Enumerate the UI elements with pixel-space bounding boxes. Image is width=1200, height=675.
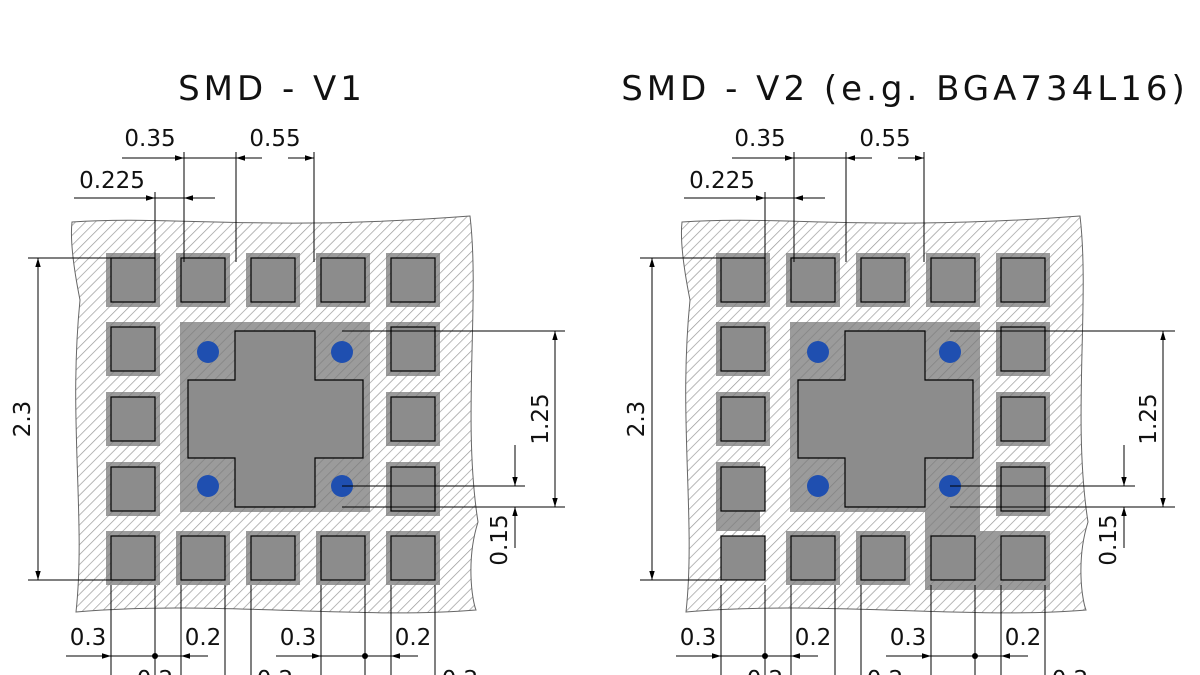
dim-label: 0.3	[680, 625, 717, 651]
pad	[860, 535, 906, 581]
pad	[720, 257, 766, 303]
pad	[390, 257, 436, 303]
pad	[790, 257, 836, 303]
diagram-title: SMD - V1	[178, 69, 366, 109]
pad	[1000, 535, 1046, 581]
pad	[390, 466, 436, 512]
pad	[250, 257, 296, 303]
pad	[1000, 326, 1046, 372]
dim-label: 0.15	[487, 514, 513, 565]
dim-label: 0.55	[859, 126, 910, 152]
dim-label: 2.3	[10, 401, 36, 438]
pad	[860, 257, 906, 303]
dimension-left: 2.3	[10, 257, 120, 581]
pad-array	[106, 253, 440, 585]
pad-array	[716, 253, 1050, 585]
dim-label: 0.2	[747, 667, 784, 675]
dim-label: 0.2	[795, 625, 832, 651]
dim-label: 1.25	[528, 393, 554, 444]
diagram-v2: SMD - V2 (e.g. BGA734L16)	[621, 69, 1189, 675]
dim-label: 0.35	[734, 126, 785, 152]
pad	[390, 535, 436, 581]
dim-label: 0.15	[1096, 514, 1122, 565]
via	[807, 475, 829, 497]
diagram-v1: SMD - V1	[10, 69, 565, 675]
dim-label: 0.2	[185, 625, 222, 651]
dim-label: 0.3	[70, 625, 107, 651]
dim-label: 0.225	[689, 168, 755, 194]
dimension-left: 2.3	[624, 257, 730, 581]
pad	[930, 257, 976, 303]
pad	[110, 326, 156, 372]
pad	[110, 396, 156, 442]
via	[807, 341, 829, 363]
pad	[320, 257, 366, 303]
pad	[1000, 396, 1046, 442]
dim-label: 0.2	[442, 667, 479, 675]
diagram-title: SMD - V2 (e.g. BGA734L16)	[621, 69, 1189, 109]
dimensions-top: 0.35 0.55 0.225	[74, 126, 315, 262]
dim-label: 0.2	[1052, 667, 1089, 675]
dimension-right: 1.25 0.15	[342, 330, 565, 566]
pad	[320, 535, 366, 581]
dim-label: 0.2	[1005, 625, 1042, 651]
dim-label: 0.55	[249, 126, 300, 152]
dim-label: 0.2	[257, 667, 294, 675]
dim-label: 2.3	[624, 401, 650, 438]
pad	[390, 326, 436, 372]
dimensions-bottom: 0.3 0.2 0.3 0.2 0.2 0.2 0.2	[66, 585, 478, 675]
pad	[180, 535, 226, 581]
pad	[180, 257, 226, 303]
pad	[790, 535, 836, 581]
pad	[1000, 466, 1046, 512]
pad	[720, 535, 766, 581]
dimensions-bottom: 0.3 0.2 0.3 0.2 0.2 0.2 0.2	[676, 585, 1088, 675]
dim-label: 0.225	[79, 168, 145, 194]
pad	[250, 535, 296, 581]
ground-pad-cross	[187, 330, 364, 508]
pad	[110, 535, 156, 581]
ground-pad-cross	[797, 330, 974, 508]
dim-label: 0.2	[137, 667, 174, 675]
via	[939, 341, 961, 363]
pad	[1000, 257, 1046, 303]
pad	[720, 326, 766, 372]
pad	[390, 396, 436, 442]
dim-label: 0.2	[395, 625, 432, 651]
pad	[720, 466, 766, 512]
dimension-right: 1.25 0.15	[950, 330, 1175, 566]
dim-label: 0.3	[890, 625, 927, 651]
dim-label: 0.35	[124, 126, 175, 152]
via	[197, 475, 219, 497]
via	[331, 341, 353, 363]
dimensions-top: 0.35 0.55 0.225	[684, 126, 925, 262]
dim-label: 0.2	[867, 667, 904, 675]
via	[197, 341, 219, 363]
pad	[110, 466, 156, 512]
dim-label: 1.25	[1136, 393, 1162, 444]
dim-label: 0.3	[280, 625, 317, 651]
pad	[720, 396, 766, 442]
pad	[930, 535, 976, 581]
pad	[110, 257, 156, 303]
